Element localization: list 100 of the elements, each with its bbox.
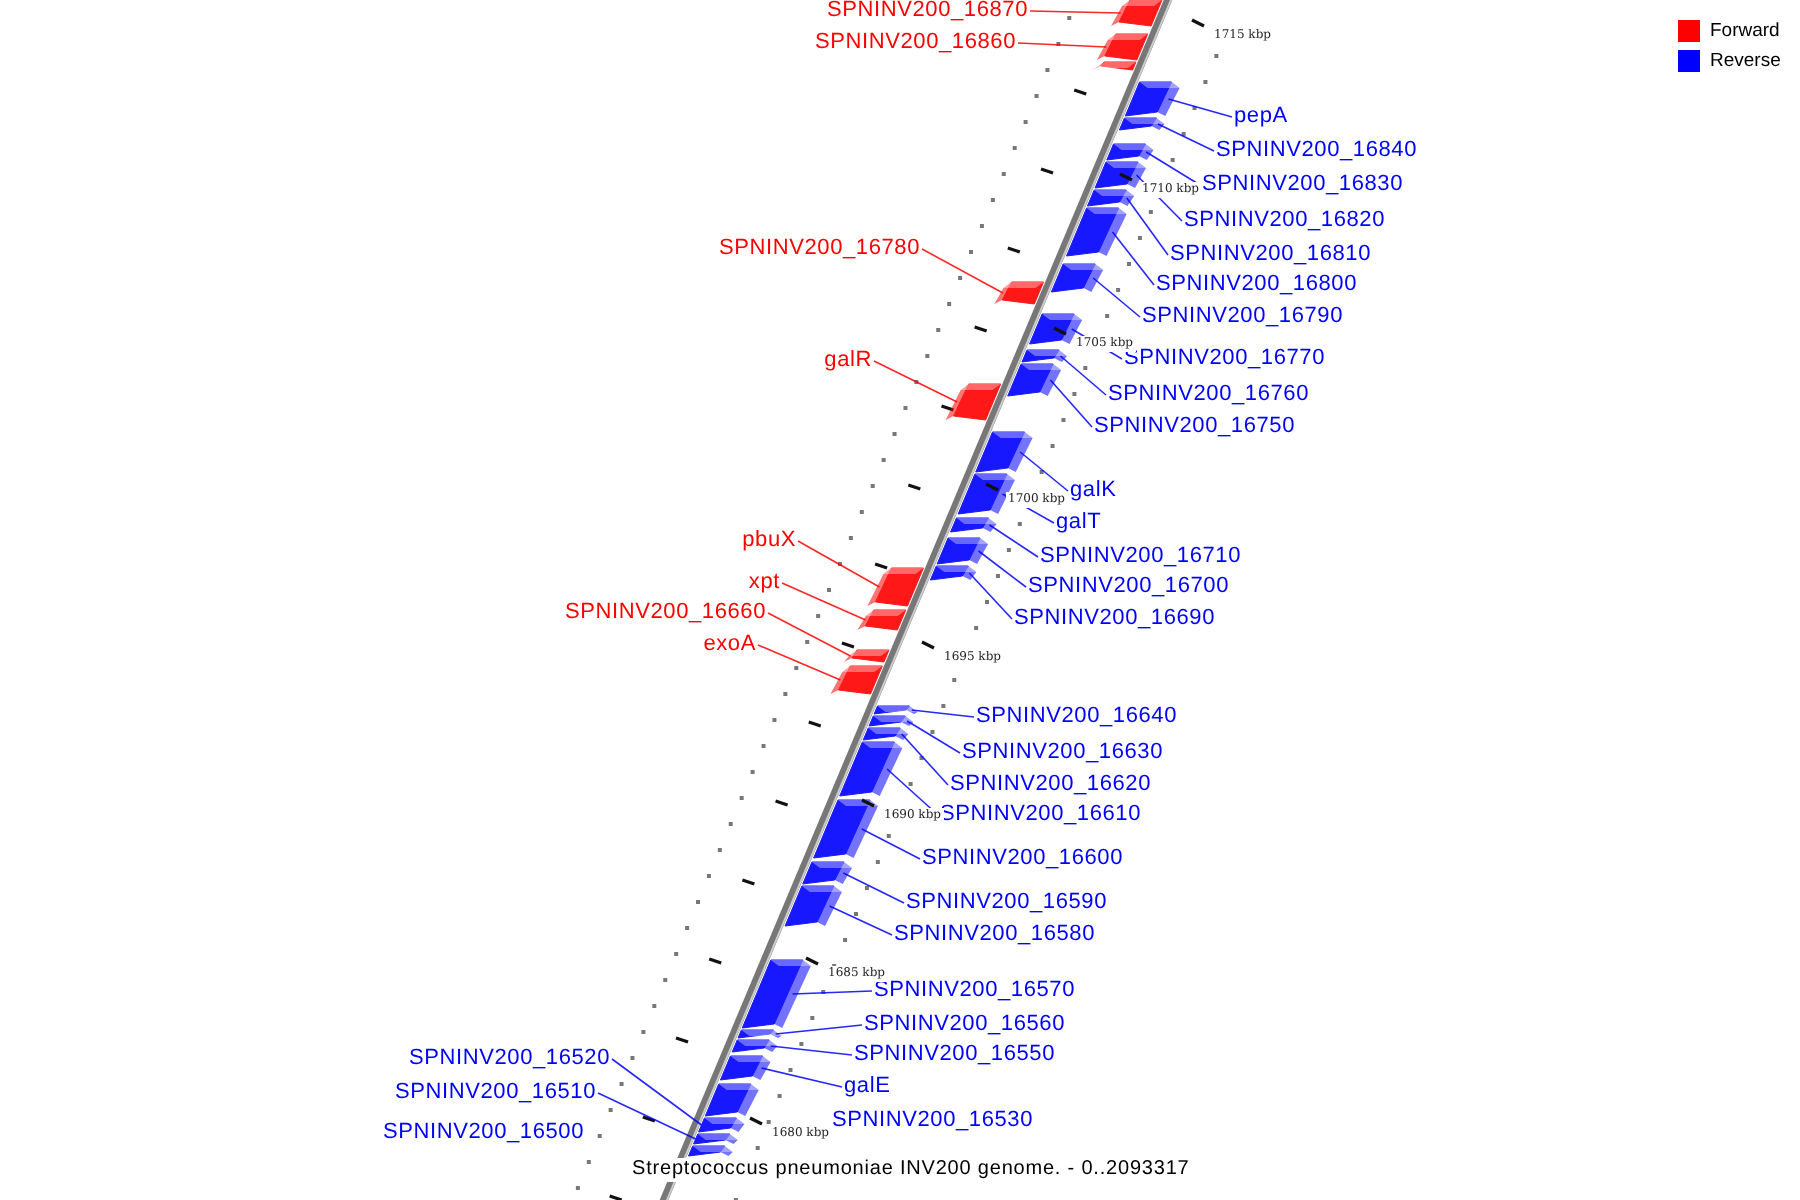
gene-label: SPNINV200_16620 <box>950 772 1152 798</box>
forward-gene-block <box>945 383 1002 421</box>
gene-label: SPNINV200_16760 <box>1108 382 1310 408</box>
reverse-gene-block <box>813 799 878 859</box>
gene-label: pbuX <box>742 528 796 554</box>
reverse-gene-block <box>737 1029 782 1039</box>
gene-label: SPNINV200_16580 <box>894 922 1096 948</box>
leader-line <box>1157 123 1215 152</box>
gene-label: SPNINV200_16560 <box>864 1012 1066 1038</box>
leader-line <box>757 644 842 681</box>
forward-gene-block <box>1111 0 1163 27</box>
reverse-gene-block <box>784 885 842 927</box>
forward-gene-block <box>830 665 883 695</box>
gene-label: pepA <box>1234 104 1288 130</box>
leader-line <box>774 1024 863 1035</box>
gene-label: SPNINV200_16570 <box>874 978 1076 1004</box>
leader-line <box>597 1092 697 1140</box>
reverse-gene-block <box>688 1145 733 1157</box>
leader-line <box>977 550 1027 588</box>
leader-line <box>842 872 905 904</box>
leader-line <box>1059 355 1107 396</box>
leader-line <box>921 248 1004 294</box>
reverse-gene-block <box>1087 189 1135 207</box>
leader-line <box>861 828 921 860</box>
leader-line <box>791 990 873 995</box>
forward-gene-block <box>867 567 924 607</box>
reverse-gene-block <box>929 565 977 581</box>
leader-line <box>760 1067 843 1088</box>
reverse-gene-block <box>1094 161 1146 189</box>
leader-line <box>1017 42 1108 48</box>
reverse-gene-block <box>741 959 811 1029</box>
leader-line <box>1167 98 1233 118</box>
reverse-gene-block <box>1021 349 1067 363</box>
leader-line <box>1126 197 1169 256</box>
gene-label: SPNINV200_16820 <box>1184 208 1386 234</box>
leader-line <box>1019 451 1069 492</box>
reverse-gene-block <box>936 537 989 565</box>
leader-line <box>873 360 958 403</box>
caption: Streptococcus pneumoniae INV200 genome. - 0..2093317 <box>632 1158 1190 1182</box>
gene-label: SPNINV200_16860 <box>814 30 1016 56</box>
leader-line <box>911 709 975 718</box>
leader-line <box>1092 277 1141 318</box>
leader-line <box>1029 10 1122 14</box>
reverse-gene-block <box>868 715 914 727</box>
gene-label: SPNINV200_16700 <box>1028 574 1230 600</box>
gene-label: SPNINV200_16870 <box>826 0 1028 24</box>
leader-line <box>906 720 961 754</box>
gene-label: SPNINV200_16600 <box>922 846 1124 872</box>
reverse-gene-block <box>1050 263 1104 293</box>
reverse-gene-block <box>731 1039 778 1053</box>
reverse-gene-block <box>1066 207 1127 257</box>
gene-label: SPNINV200_16630 <box>962 740 1164 766</box>
legend-label: Forward <box>1710 20 1780 42</box>
legend-label: Reverse <box>1710 50 1781 72</box>
leader-line <box>1111 231 1155 286</box>
gene-label: SPNINV200_16830 <box>1202 172 1404 198</box>
gene-label: galE <box>844 1074 891 1100</box>
forward-gene-block <box>994 281 1045 305</box>
gene-label: SPNINV200_16660 <box>564 600 766 626</box>
leader-line <box>1145 151 1201 186</box>
reverse-gene-block <box>975 431 1033 473</box>
forward-gene-block <box>1096 33 1149 61</box>
gene-label: SPNINV200_16710 <box>1040 544 1242 570</box>
reverse-gene-block <box>873 705 918 715</box>
leader-line <box>797 540 881 588</box>
reverse-gene-block <box>1124 81 1180 117</box>
reverse-gene-block <box>698 1117 745 1133</box>
gene-label: SPNINV200_16530 <box>832 1108 1034 1134</box>
gene-label: galT <box>1056 510 1102 536</box>
reverse-gene-block <box>1106 143 1154 161</box>
leader-line <box>988 524 1039 558</box>
reverse-gene-block <box>950 517 997 533</box>
leader-line <box>828 905 893 936</box>
leader-line <box>767 612 852 657</box>
reverse-gene-block <box>839 741 903 797</box>
gene-label: SPNINV200_16550 <box>854 1042 1056 1068</box>
gene-label: SPNINV200_16750 <box>1094 414 1296 440</box>
gene-label: SPNINV200_16510 <box>394 1080 596 1106</box>
leader-line <box>781 582 867 621</box>
gene-label: SPNINV200_16840 <box>1216 138 1418 164</box>
reverse-gene-block <box>862 727 909 741</box>
gene-label: galR <box>824 348 872 374</box>
gene-label: SPNINV200_16610 <box>940 802 1142 828</box>
leader-line <box>1049 379 1093 428</box>
gene-label: SPNINV200_16500 <box>382 1120 584 1146</box>
gene-label: SPNINV200_16590 <box>906 890 1108 916</box>
forward-gene-block <box>843 649 890 663</box>
gene-label: SPNINV200_16520 <box>408 1046 610 1072</box>
leader-line <box>611 1058 703 1126</box>
reverse-gene-block <box>1007 363 1062 397</box>
reverse-gene-block <box>719 1055 771 1081</box>
gene-label: exoA <box>703 632 756 658</box>
gene-label: SPNINV200_16790 <box>1142 304 1344 330</box>
leader-line <box>900 733 949 786</box>
gene-label: SPNINV200_16800 <box>1156 272 1358 298</box>
gene-label: SPNINV200_16770 <box>1124 346 1326 372</box>
leader-line <box>769 1045 853 1056</box>
gene-label: SPNINV200_16780 <box>718 236 920 262</box>
gene-label: SPNINV200_16810 <box>1170 242 1372 268</box>
reverse-gene-block <box>1118 117 1165 131</box>
